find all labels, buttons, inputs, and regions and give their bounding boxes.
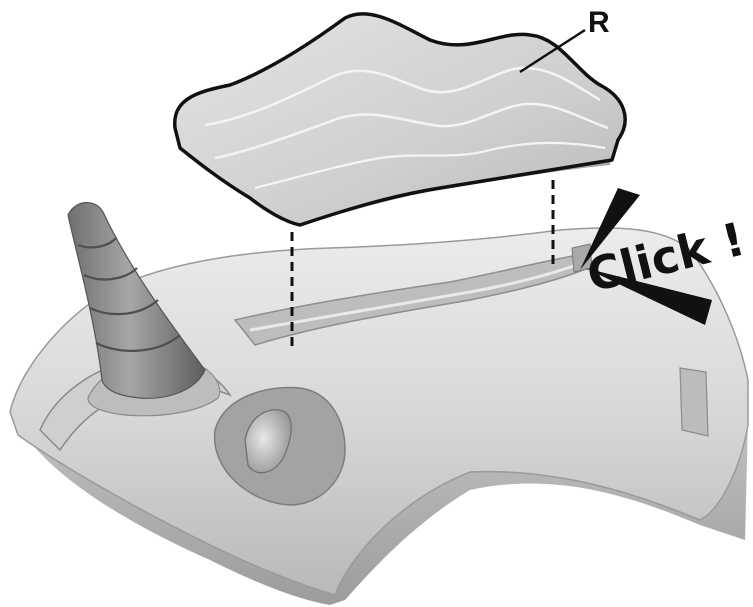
part-r-label: R [588,6,610,39]
side-tab [680,368,708,436]
part-r [175,14,625,225]
